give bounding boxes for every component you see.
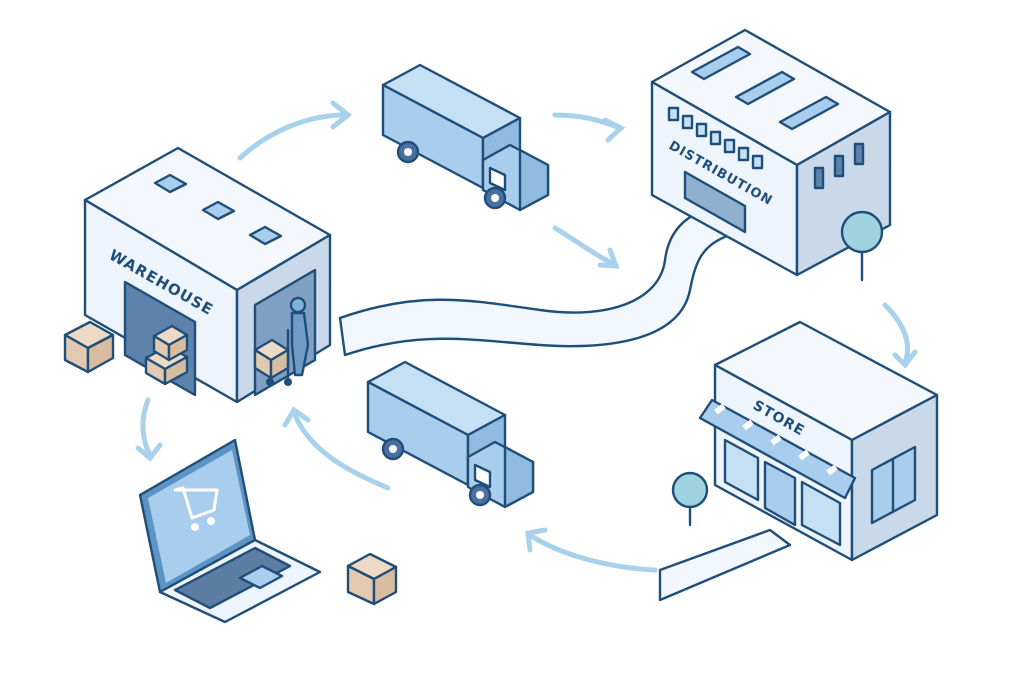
arrow-truck-to-warehouse bbox=[292, 412, 391, 491]
keyboard bbox=[173, 546, 292, 610]
truck-outbound bbox=[381, 63, 550, 212]
roof-vent bbox=[778, 95, 840, 131]
arrow-store-to-truck bbox=[527, 532, 658, 573]
boxes bbox=[63, 320, 398, 606]
touchpad bbox=[238, 564, 284, 590]
truck-return bbox=[366, 360, 535, 509]
tree-icon bbox=[671, 471, 709, 509]
store-path bbox=[658, 528, 792, 602]
loading-door bbox=[683, 170, 747, 234]
arrow-distribution-to-store bbox=[882, 302, 911, 365]
skylight bbox=[153, 173, 188, 194]
skylight bbox=[248, 225, 283, 246]
skylight bbox=[201, 200, 236, 221]
roof-vent bbox=[734, 70, 796, 106]
box-icon bbox=[253, 338, 290, 380]
arrow-warehouse-to-laptop bbox=[140, 397, 153, 458]
cart-icon bbox=[173, 486, 219, 531]
store-door bbox=[763, 460, 797, 527]
roof-vent bbox=[690, 45, 752, 81]
box-icon bbox=[63, 320, 115, 374]
tree-icon bbox=[840, 210, 884, 254]
arrow-truck-to-road bbox=[552, 225, 618, 268]
laptop-shop bbox=[138, 438, 322, 624]
store-building: STORE bbox=[671, 320, 939, 562]
store-window bbox=[800, 480, 842, 547]
box-icon bbox=[152, 324, 189, 362]
flow-arrows bbox=[135, 100, 918, 573]
box-icon bbox=[346, 552, 398, 606]
worker-icon bbox=[266, 296, 310, 386]
distribution-building: DISTRIBUTION bbox=[650, 28, 892, 282]
store-window bbox=[723, 438, 760, 502]
arrow-warehouse-to-truck bbox=[237, 112, 348, 161]
awning bbox=[698, 398, 857, 500]
road bbox=[338, 203, 732, 357]
